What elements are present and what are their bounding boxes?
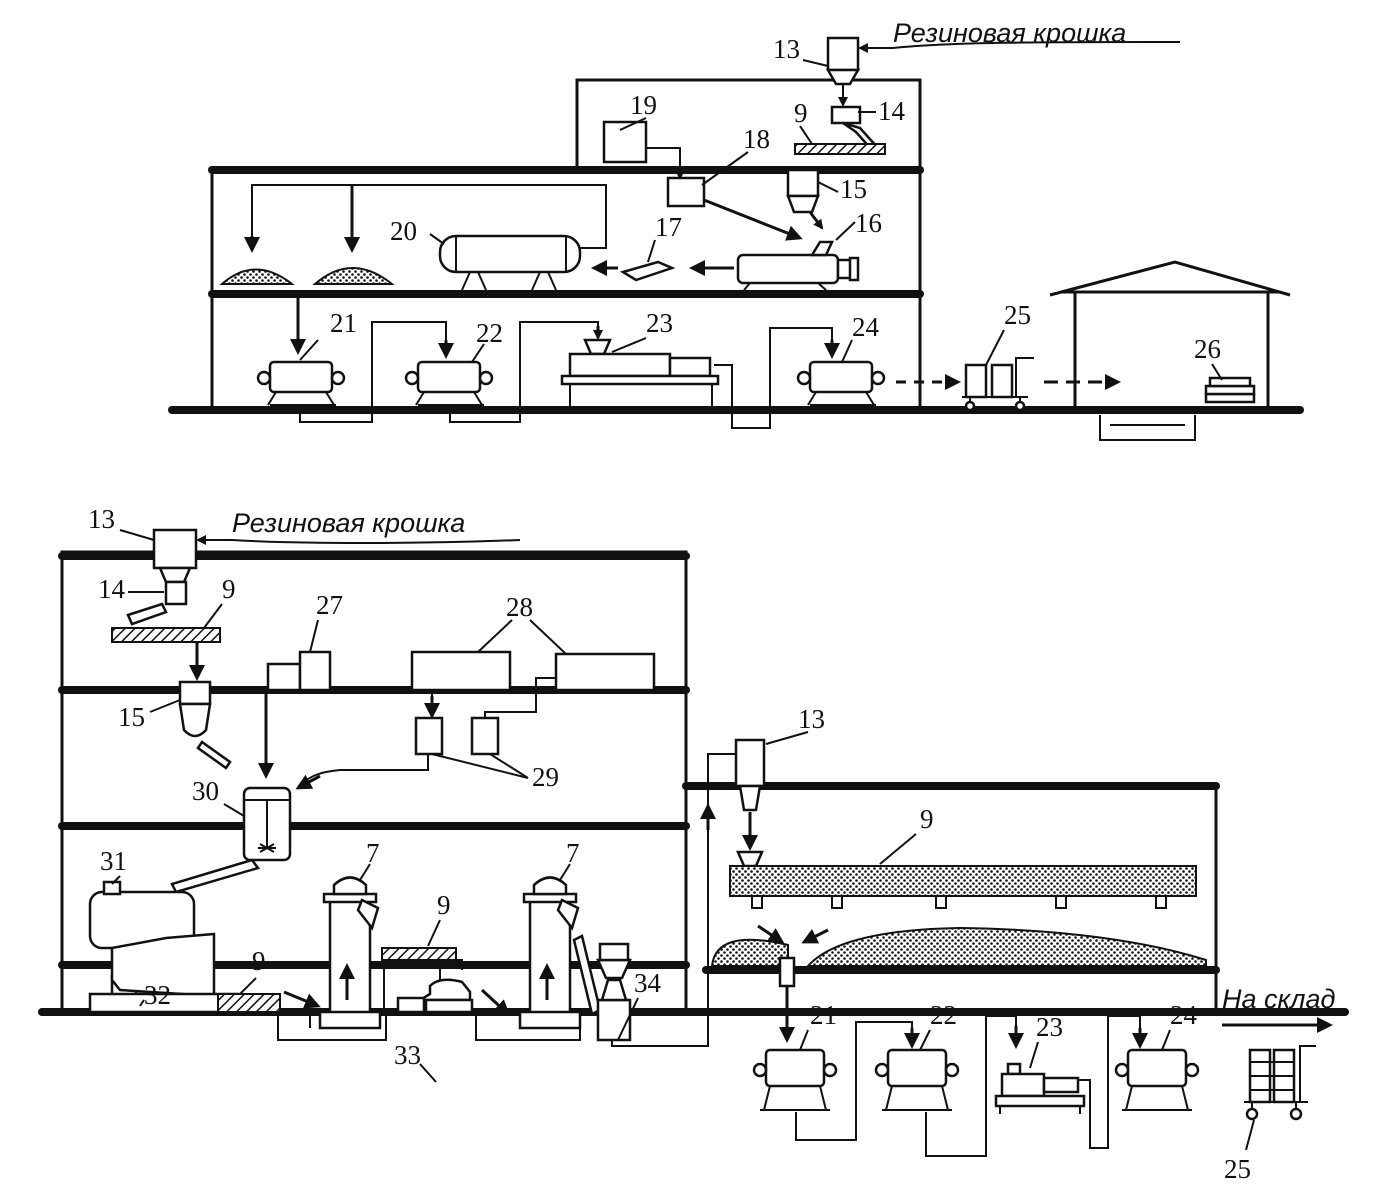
bottom-label-25: 25: [1224, 1154, 1251, 1184]
annex-mixer-21: [752, 1048, 838, 1111]
annex-mixer-24: [1114, 1048, 1200, 1111]
top-mixer-24: [796, 360, 886, 406]
tank-27: [266, 650, 332, 692]
bottom-label-13a: 13: [88, 504, 115, 534]
annex-press-23: [994, 1062, 1086, 1114]
bottom-label-7b: 7: [566, 838, 580, 868]
top-label-19: 19: [630, 90, 657, 120]
annex-pile-left: [710, 938, 789, 967]
bottom-label-22: 22: [930, 1000, 957, 1030]
top-label-14: 14: [878, 96, 906, 126]
annex-hopper-13: [734, 738, 766, 812]
bottom-feeder-14: [126, 602, 168, 626]
bottom-conveyor-9a: [111, 627, 221, 643]
bottom-line-diagram: Резиновая крошка На склад 13 14 9 27 28 …: [38, 504, 1349, 1184]
top-press-23: [560, 338, 720, 410]
top-dosing-18: [666, 176, 706, 208]
bottom-label-30: 30: [192, 776, 219, 806]
bottom-label-7a: 7: [366, 838, 380, 868]
top-cart-25: [962, 357, 1034, 412]
top-hopper-15: [786, 168, 820, 214]
top-mixer-21: [256, 360, 346, 406]
bottom-label-33: 33: [394, 1040, 421, 1070]
bottom-label-14: 14: [98, 574, 126, 604]
bottom-label-9a: 9: [222, 574, 236, 604]
top-rubber-crumb-label: Резиновая крошка: [893, 18, 1126, 48]
tank-28b: [554, 652, 656, 692]
top-line-diagram: Резиновая крошка 13 14 9 19 18 15 16 17 …: [168, 18, 1304, 441]
top-extruder-16: [736, 240, 860, 291]
top-stack-26: [1204, 376, 1256, 404]
bottom-label-31: 31: [100, 846, 127, 876]
bottom-conveyor-9c: [217, 993, 281, 1013]
bottom-label-29: 29: [532, 762, 559, 792]
bottom-crumb-hopper: [152, 528, 198, 606]
annex-conveyor-9: [729, 865, 1197, 897]
bottom-crumb-input-line: [231, 539, 521, 544]
top-label-20: 20: [390, 216, 417, 246]
top-label-23: 23: [646, 308, 673, 338]
machine-33: [396, 978, 474, 1014]
annex-cart-25: [1244, 1045, 1316, 1121]
top-label-26: 26: [1194, 334, 1221, 364]
bottom-rubber-crumb-label: Резиновая крошка: [232, 508, 465, 538]
top-mixer-22: [404, 360, 494, 406]
annex-conveyor-outlets: [751, 896, 1167, 909]
top-label-24: 24: [852, 312, 880, 342]
top-pile-1: [219, 268, 295, 285]
bottom-label-28: 28: [506, 592, 533, 622]
bottom-label-27: 27: [316, 590, 343, 620]
top-label-15: 15: [840, 174, 867, 204]
bottom-label-9b: 9: [437, 890, 451, 920]
bottom-label-24: 24: [1170, 1000, 1198, 1030]
bottom-label-13b: 13: [798, 704, 825, 734]
top-drum-20: [438, 234, 582, 291]
bottom-conveyor-9b: [381, 947, 457, 961]
to-warehouse-label: На склад: [1222, 984, 1336, 1014]
annex-walls: [686, 784, 1218, 1012]
bottom-label-9c: 9: [252, 946, 266, 976]
top-label-25: 25: [1004, 300, 1031, 330]
top-label-21: 21: [330, 308, 357, 338]
top-mold-17: [619, 260, 676, 282]
annex-pile-right: [805, 926, 1207, 967]
top-label-16: 16: [855, 208, 882, 238]
top-label-17: 17: [655, 212, 682, 242]
top-label-18: 18: [743, 124, 770, 154]
bottom-label-32: 32: [144, 980, 171, 1010]
bottom-label-23: 23: [1036, 1012, 1063, 1042]
top-crumb-hopper: [825, 36, 861, 86]
top-label-22: 22: [476, 318, 503, 348]
top-conveyor-9: [794, 143, 886, 155]
bottom-hopper-15: [178, 680, 212, 738]
bottom-label-21: 21: [810, 1000, 837, 1030]
tank-31: [88, 880, 196, 1000]
bottom-label-34: 34: [634, 968, 662, 998]
dosing-29b: [470, 716, 500, 756]
warehouse-pit: [1099, 415, 1196, 441]
annex-feeder: [778, 956, 796, 988]
bottom-label-15: 15: [118, 702, 145, 732]
reactor-30: [242, 786, 292, 862]
warehouse-building: [1049, 260, 1291, 410]
top-crumb-input-line: [892, 41, 1181, 49]
top-label-9: 9: [794, 98, 808, 128]
annex-mixer-22: [874, 1048, 960, 1111]
top-label-13: 13: [773, 34, 800, 64]
top-pile-2: [312, 267, 395, 285]
tank-28a: [410, 650, 512, 692]
top-tank-19: [602, 120, 648, 164]
dosing-29a: [414, 716, 444, 756]
elevator-7b: [518, 876, 582, 1030]
top-feeder-14: [830, 105, 862, 125]
bottom-label-9d: 9: [920, 804, 934, 834]
elevator-7a: [318, 876, 382, 1030]
